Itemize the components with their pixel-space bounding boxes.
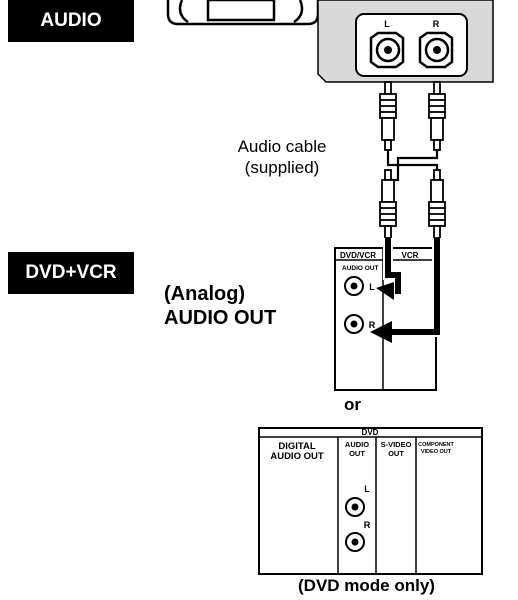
- dvd-right-jack-icon: [345, 532, 365, 552]
- left-signal-arrow-icon: [376, 238, 403, 300]
- dvd-svideo-label-1: S-VIDEO: [381, 440, 412, 449]
- analog-label-line-1: (Analog): [164, 283, 246, 305]
- analog-audio-out-label: (Analog) AUDIO OUT: [164, 282, 276, 330]
- dvd-component-label-1: COMPONENT: [418, 442, 454, 448]
- dvd-mode-footnote: (DVD mode only): [298, 576, 435, 595]
- cable-label: Audio cable (supplied): [222, 136, 342, 178]
- dvd-panel: [258, 427, 483, 575]
- dvdvcr-header-left: DVD/VCR: [340, 251, 376, 260]
- dvdvcr-right-label: R: [369, 320, 376, 330]
- amp-left-jack-icon: [369, 31, 405, 69]
- dvdvcr-right-jack-icon: [344, 314, 364, 334]
- audio-cable-wires: [386, 150, 439, 182]
- lower-right-plug-icon: [428, 169, 446, 239]
- lower-left-plug-icon: [379, 169, 397, 239]
- dvd-component-label-2: VIDEO OUT: [421, 449, 452, 455]
- dvd-audio-label-2: OUT: [349, 449, 365, 458]
- dvdvcr-audio-out-label: AUDIO OUT: [342, 265, 379, 272]
- dvd-right-label: R: [364, 520, 371, 530]
- dvd-digital-label-2: AUDIO OUT: [270, 451, 324, 462]
- dvdvcr-left-jack-icon: [344, 276, 364, 296]
- amp-right-jack-icon: [418, 31, 454, 69]
- top-right-plug-icon: [428, 81, 446, 151]
- cable-label-line-2: (supplied): [244, 158, 320, 177]
- dvdvcr-left-label: L: [369, 282, 375, 292]
- or-label: or: [344, 395, 361, 414]
- cable-label-line-1: Audio cable: [237, 137, 327, 156]
- right-signal-arrow-icon: [370, 238, 442, 343]
- dvd-left-jack-icon: [345, 497, 365, 517]
- audio-system-unit: [166, 0, 320, 26]
- top-left-plug-icon: [379, 81, 397, 151]
- audio-badge: AUDIO: [8, 0, 134, 42]
- amplifier-panel: [317, 0, 494, 83]
- dvd-vcr-badge: DVD+VCR: [8, 252, 134, 294]
- dvd-digital-label-1: DIGITAL: [278, 441, 315, 452]
- dvd-svideo-label-2: OUT: [388, 449, 404, 458]
- amp-right-label: R: [433, 19, 440, 29]
- dvd-audio-label-1: AUDIO: [345, 440, 369, 449]
- dvdvcr-header-right: VCR: [402, 251, 419, 260]
- dvd-left-label: L: [364, 484, 370, 494]
- dvd-header: DVD: [362, 428, 379, 437]
- analog-label-line-2: AUDIO OUT: [164, 307, 277, 329]
- amp-left-label: L: [384, 19, 390, 29]
